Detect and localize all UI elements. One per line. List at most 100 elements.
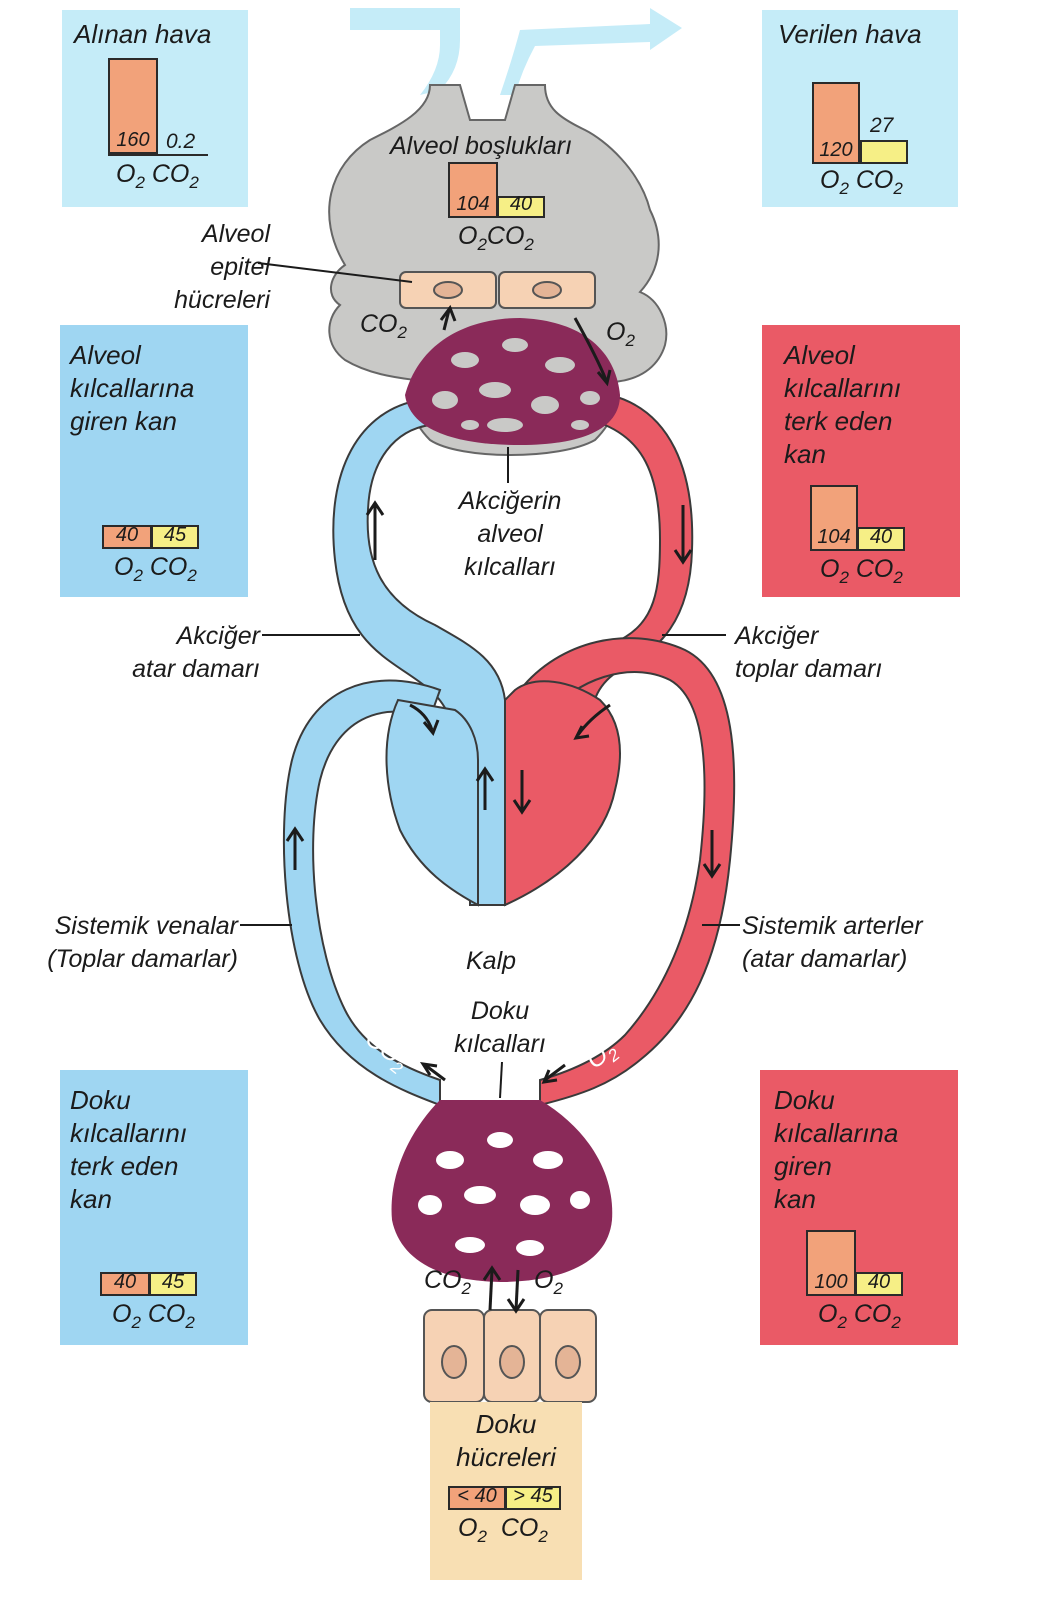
label-line: atar damarı: [132, 655, 260, 683]
co2-label: CO: [147, 1300, 186, 1328]
alveolar-capillary-net: [405, 318, 620, 445]
systemic-arteries: [518, 637, 736, 1107]
value-co2: 45: [163, 524, 187, 546]
value-o2: 100: [814, 1271, 848, 1293]
title-line: kılcallarına: [774, 1118, 899, 1148]
label-line: hücreleri: [174, 286, 270, 314]
title-line: Doku: [475, 1409, 537, 1439]
label-line: kılcalları: [454, 1030, 546, 1058]
label-line: alveol: [477, 520, 543, 548]
value-o2: 40: [115, 524, 139, 546]
title-line: Alveol: [70, 340, 141, 370]
value-co2: 40: [509, 193, 533, 215]
panel-alveol-giren-kan: Alveol kılcallarına giren kan 40 45 O2 C…: [60, 325, 248, 597]
o2-label: O: [458, 1514, 478, 1542]
bar-o2: 40: [102, 525, 152, 549]
subscript: 2: [135, 173, 145, 192]
co2-label: CO: [149, 553, 188, 581]
title-line: kılcallarına: [70, 373, 195, 403]
panel-title: Doku kılcallarına giren kan: [774, 1084, 898, 1216]
label-line: toplar damarı: [735, 655, 883, 683]
subscript: 2: [553, 1279, 563, 1298]
alveol-epithelial-cells: [399, 271, 596, 309]
value-o2: 104: [456, 193, 490, 215]
flow-arrows: [285, 304, 722, 1314]
alveol-bosluklari-bar-co2: 40: [497, 193, 545, 218]
value-o2: 104: [817, 526, 851, 548]
bar-o2: 100: [806, 1230, 856, 1296]
title-line: kan: [70, 1184, 112, 1214]
subscript: 2: [189, 173, 199, 192]
bar-co2: [860, 140, 908, 164]
label-o2-tissue: O2: [534, 1266, 563, 1299]
label-line: Akciğerin: [458, 487, 562, 515]
bar-co2: > 45: [505, 1486, 561, 1510]
axis-labels: O2 CO2: [820, 555, 903, 588]
alveol-bosluklari-bar-o2: 104: [448, 162, 498, 218]
co2-label: CO: [853, 1300, 892, 1328]
bar-co2: 40: [855, 1272, 903, 1296]
subscript: 2: [131, 1313, 141, 1332]
panel-title: Alınan hava: [74, 19, 212, 49]
o2-label: O: [820, 166, 840, 194]
subscript: 2: [461, 1279, 471, 1298]
title-line: Doku: [70, 1085, 131, 1115]
label-alveol-epitel: Alveol epitel hücreleri: [120, 218, 270, 317]
bar-baseline: [108, 154, 208, 156]
value-co2: 40: [869, 526, 893, 548]
o2-label: O: [606, 318, 626, 346]
panel-title: Alveol kılcallarını terk eden kan: [784, 339, 901, 471]
subscript: 2: [891, 1313, 901, 1332]
label-akciger-atar-damari: Akciğer atar damarı: [80, 620, 260, 686]
title-line: kan: [784, 439, 826, 469]
axis-labels: O2 CO2: [818, 1300, 901, 1333]
label-line: (Toplar damarlar): [47, 945, 238, 973]
subscript: 2: [839, 568, 849, 587]
label-sistemik-arterler: Sistemik arterler (atar damarlar): [742, 910, 923, 976]
label-line: kılcalları: [464, 553, 556, 581]
label-kalp: Kalp: [466, 947, 517, 975]
title-line: Doku: [774, 1085, 835, 1115]
axis-labels: O2 CO2: [112, 1300, 195, 1333]
label-line: Sistemik venalar: [54, 912, 238, 940]
o2-label: O: [458, 222, 478, 250]
label-co2-tissue: CO2: [424, 1266, 471, 1299]
bar-co2: 45: [149, 1272, 197, 1296]
panel-title: Alveol kılcallarına giren kan: [70, 339, 194, 438]
o2-label: O: [112, 1300, 132, 1328]
value-o2: 120: [819, 139, 853, 161]
panel-alveol-terk-eden-kan: Alveol kılcallarını terk eden kan 104 40…: [762, 325, 960, 597]
label-line: Alveol: [201, 220, 270, 248]
subscript: 2: [893, 568, 903, 587]
alveol-bosluklari-axis: O2CO2: [458, 222, 534, 255]
o2-label: O: [114, 553, 134, 581]
bar-co2: 45: [151, 525, 199, 549]
panel-title: Verilen hava: [778, 19, 922, 49]
label-line: epitel: [210, 253, 270, 281]
airflow-arrows: [350, 8, 682, 95]
co2-label: CO: [855, 166, 894, 194]
label-akcigerin-alveol-kilcallari: Akciğerin alveol kılcalları: [420, 485, 600, 584]
value-co2: 45: [161, 1271, 185, 1293]
co2-label: CO: [855, 555, 894, 583]
panel-doku-giren-kan: Doku kılcallarına giren kan 100 40 O2 CO…: [760, 1070, 958, 1345]
subscript: 2: [538, 1527, 548, 1546]
bar-o2: 160: [108, 58, 158, 154]
panel-title: Doku kılcallarını terk eden kan: [70, 1084, 187, 1216]
axis-labels: O2 CO2: [458, 1514, 548, 1547]
bar-co2: 40: [857, 527, 905, 551]
label-doku-kilcallari: Doku kılcalları: [430, 995, 570, 1061]
panel-alinan-hava: Alınan hava 160 0.2 O2 CO2: [62, 10, 248, 207]
o2-label: O: [820, 555, 840, 583]
value-co2: 27: [870, 114, 894, 137]
label-line: Doku: [470, 997, 530, 1025]
subscript: 2: [477, 235, 487, 254]
panel-verilen-hava: Verilen hava 120 27 O2 CO2: [762, 10, 958, 207]
label-akciger-toplar-damari: Akciğer toplar damarı: [735, 620, 882, 686]
panel-doku-hucreleri: Doku hücreleri < 40 > 45 O2 CO2: [430, 1402, 582, 1580]
leader-lines: [240, 262, 740, 1099]
title-line: giren: [774, 1151, 832, 1181]
value-o2: 40: [113, 1271, 137, 1293]
value-o2: 160: [116, 129, 150, 151]
